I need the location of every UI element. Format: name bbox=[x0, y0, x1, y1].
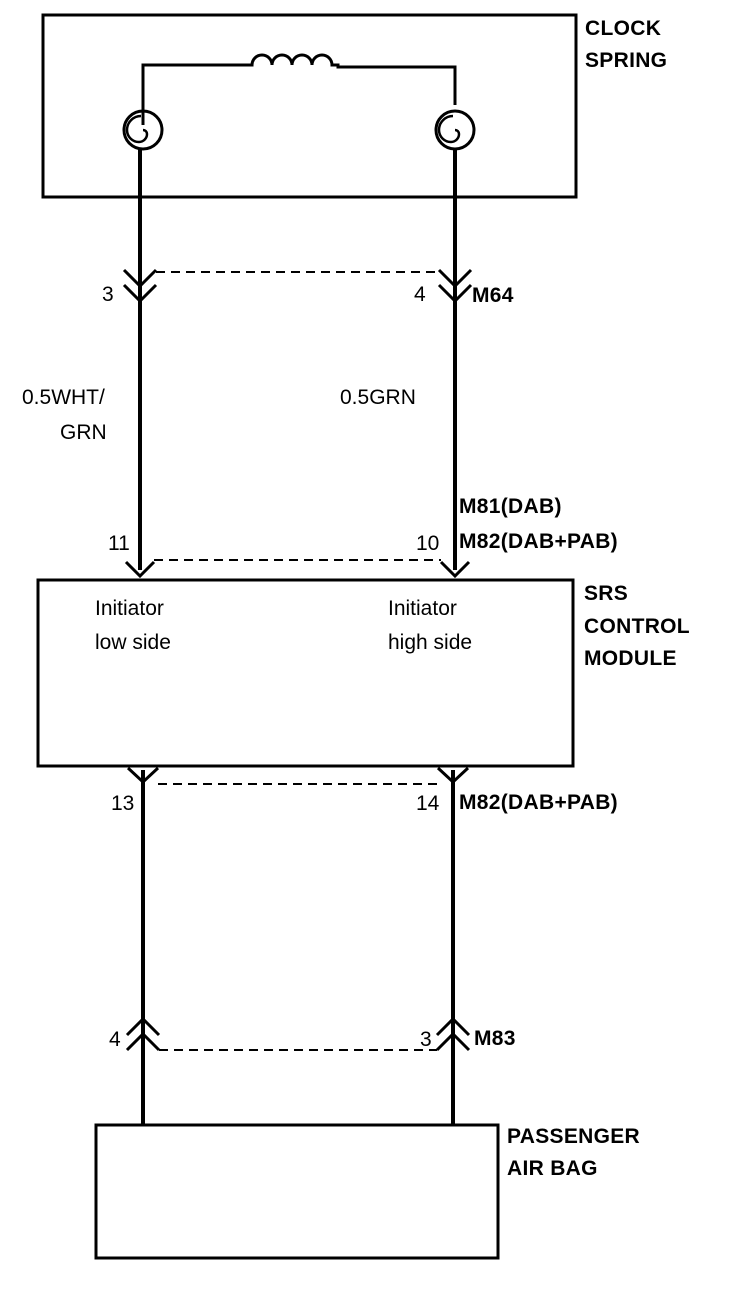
connector-m81-left bbox=[124, 560, 156, 579]
wire-left-label-1: 0.5WHT/ bbox=[22, 386, 105, 409]
srs-module-label-1: SRS bbox=[584, 582, 629, 605]
m64-pin-left: 3 bbox=[102, 283, 114, 306]
connector-m64-left bbox=[122, 268, 158, 304]
connector-m83-right bbox=[435, 1016, 471, 1052]
m64-name: M64 bbox=[472, 284, 514, 307]
passenger-airbag-label-1: PASSENGER bbox=[507, 1125, 641, 1148]
clock-spring-terminal-left bbox=[122, 109, 164, 151]
connector-m82-left bbox=[126, 766, 160, 785]
wire-right-label: 0.5GRN bbox=[340, 386, 416, 409]
connector-m64-right bbox=[437, 268, 473, 304]
initiator-high-label-1: Initiator bbox=[388, 597, 457, 620]
m82-bottom-name: M82(DAB+PAB) bbox=[459, 791, 618, 814]
clock-spring-box bbox=[41, 13, 578, 199]
clock-spring-terminal-right bbox=[434, 109, 476, 151]
clock-spring-coil bbox=[141, 53, 457, 125]
m82-pin-right: 14 bbox=[416, 792, 440, 815]
clock-spring-label-2: SPRING bbox=[585, 49, 668, 72]
connector-m82-right bbox=[436, 766, 470, 785]
connector-m83-left bbox=[125, 1016, 161, 1052]
srs-module-box bbox=[36, 578, 575, 768]
m81-pin-right: 10 bbox=[416, 532, 440, 555]
m64-pin-right: 4 bbox=[414, 283, 426, 306]
clock-spring-label-1: CLOCK bbox=[585, 17, 662, 40]
m83-pin-left: 4 bbox=[109, 1028, 121, 1051]
m82-top-name: M82(DAB+PAB) bbox=[459, 530, 618, 553]
passenger-airbag-box bbox=[94, 1123, 500, 1260]
initiator-high-label-2: high side bbox=[388, 631, 473, 654]
connector-m81-right bbox=[439, 560, 471, 579]
wire-left-label-2: GRN bbox=[60, 421, 107, 444]
m82-pin-left: 13 bbox=[111, 792, 135, 815]
initiator-low-label-2: low side bbox=[95, 631, 171, 654]
initiator-low-label-1: Initiator bbox=[95, 597, 164, 620]
m81-pin-left: 11 bbox=[108, 532, 130, 555]
m83-pin-right: 3 bbox=[420, 1028, 432, 1051]
m83-name: M83 bbox=[474, 1027, 516, 1050]
srs-module-label-2: CONTROL bbox=[584, 615, 690, 638]
m81-name: M81(DAB) bbox=[459, 495, 562, 518]
passenger-airbag-label-2: AIR BAG bbox=[507, 1157, 598, 1180]
srs-module-label-3: MODULE bbox=[584, 647, 677, 670]
